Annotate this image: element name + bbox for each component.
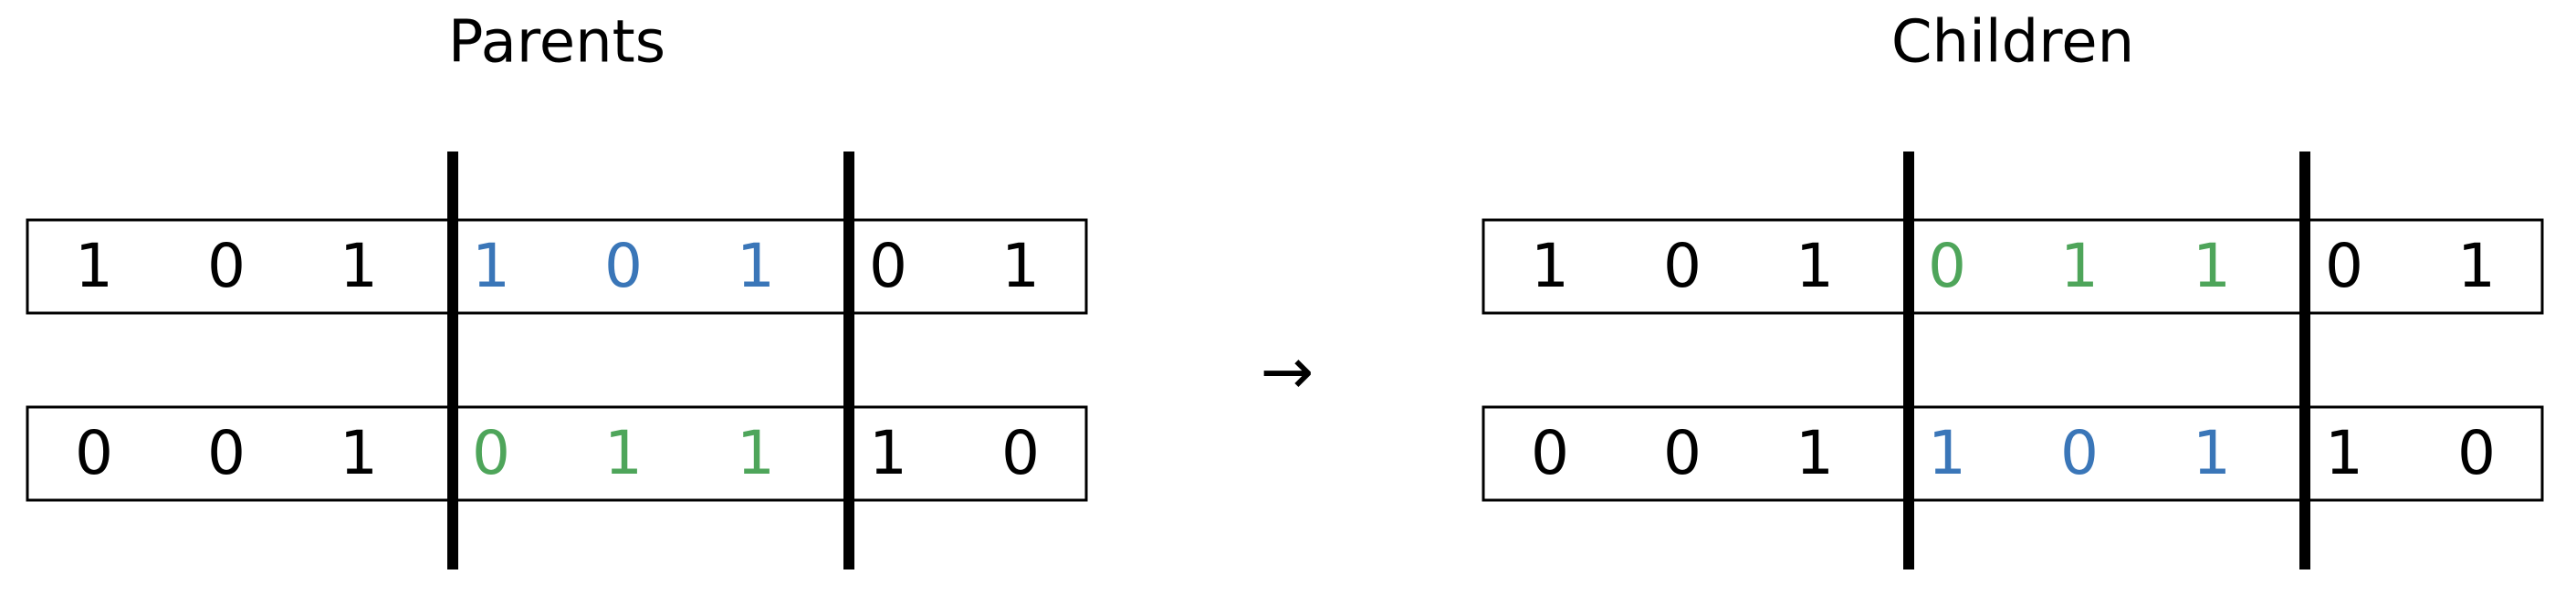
gene-digit: 1	[2060, 231, 2099, 301]
panel-title: Children	[1891, 9, 2134, 77]
gene-digit: 0	[2325, 231, 2363, 301]
gene-digit: 1	[2193, 418, 2231, 488]
gene-digit: 0	[207, 418, 246, 488]
gene-digit: 0	[1663, 231, 1702, 301]
gene-digit: 1	[1796, 418, 1834, 488]
chromosome-box	[1482, 218, 2544, 315]
gene-digit: 0	[2060, 418, 2099, 488]
gene-digit: 0	[2457, 418, 2496, 488]
panel-children: Children 1 0 1 0 1 1 0 1 0 0 1 1 0 1 1 0	[1482, 9, 2544, 569]
gene-digit: 0	[1663, 418, 1702, 488]
chromosome-box	[1482, 405, 2544, 502]
gene-digit: 1	[1001, 231, 1040, 301]
gene-digit: 1	[2193, 231, 2231, 301]
gene-digit: 1	[2457, 231, 2496, 301]
gene-digit: 0	[1001, 418, 1040, 488]
gene-digit: 1	[604, 418, 643, 488]
gene-digit: 1	[75, 231, 113, 301]
gene-digit: 1	[1531, 231, 1569, 301]
gene-digit: 1	[340, 231, 378, 301]
gene-digit: 0	[1928, 231, 1966, 301]
gene-digit: 0	[1531, 418, 1569, 488]
panel-parents: Parents 1 0 1 1 0 1 0 1 0 0 1 0 1 1 1 0	[26, 9, 1088, 569]
chromosome-box	[26, 405, 1088, 502]
gene-digit: 1	[1928, 418, 1966, 488]
gene-digit: 0	[604, 231, 643, 301]
gene-digit: 0	[207, 231, 246, 301]
arrow-icon: →	[1261, 334, 1314, 409]
chromosome-box	[26, 218, 1088, 315]
gene-digit: 0	[869, 231, 907, 301]
gene-digit: 0	[472, 418, 510, 488]
gene-digit: 1	[869, 418, 907, 488]
gene-digit: 1	[1796, 231, 1834, 301]
gene-digit: 0	[75, 418, 113, 488]
gene-digit: 1	[340, 418, 378, 488]
gene-digit: 1	[2325, 418, 2363, 488]
gene-digit: 1	[472, 231, 510, 301]
gene-digit: 1	[737, 418, 775, 488]
gene-digit: 1	[737, 231, 775, 301]
panel-title: Parents	[448, 9, 665, 77]
